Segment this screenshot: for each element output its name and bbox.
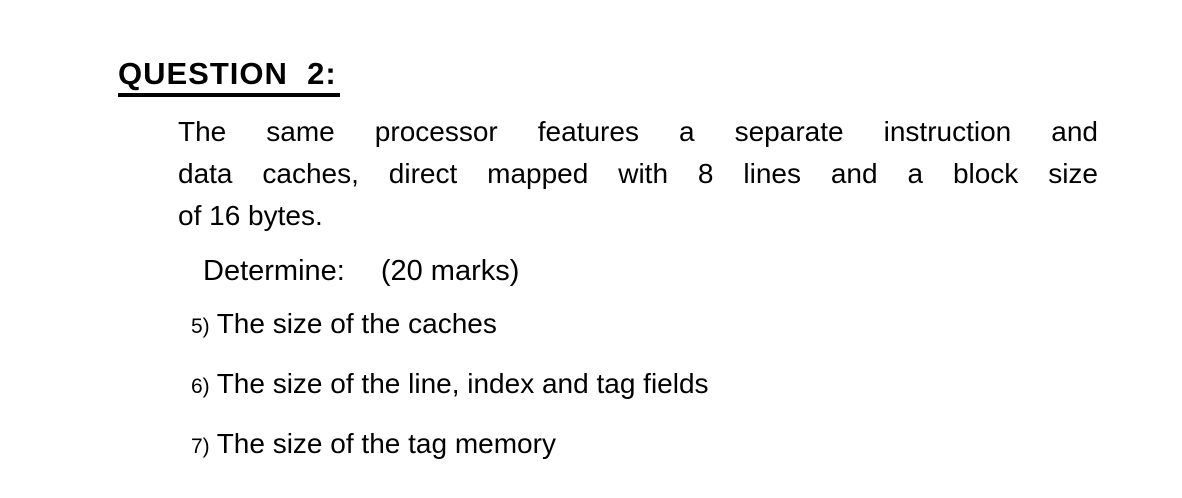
question-paragraph: The same processor features a separate i…	[178, 111, 1098, 237]
paragraph-line: The same processor features a separate i…	[178, 116, 1098, 147]
list-item-number: 7)	[191, 435, 210, 458]
determine-row: Determine: (20 marks)	[203, 253, 519, 289]
list-item-text: The size of the tag memory	[216, 428, 556, 459]
paragraph-line: of 16 bytes.	[178, 200, 323, 231]
list-item: 5) The size of the caches	[191, 306, 709, 347]
list-item: 7) The size of the tag memory	[191, 426, 709, 467]
list-item-text: The size of the caches	[216, 308, 497, 339]
question-heading: QUESTION 2:	[118, 56, 340, 97]
determine-label: Determine:	[203, 255, 345, 287]
paragraph-line: data caches, direct mapped with 8 lines …	[178, 158, 1098, 189]
question-list: 5) The size of the caches 6) The size of t…	[191, 306, 709, 486]
list-item: 6) The size of the line, index and tag fi…	[191, 366, 709, 407]
list-item-text: The size of the line, index and tag fiel…	[216, 368, 709, 399]
marks-label: (20 marks)	[380, 255, 520, 287]
question-heading-text: QUESTION 2:	[118, 58, 340, 97]
list-item-number: 5)	[191, 315, 210, 338]
list-item-number: 6)	[191, 375, 210, 398]
